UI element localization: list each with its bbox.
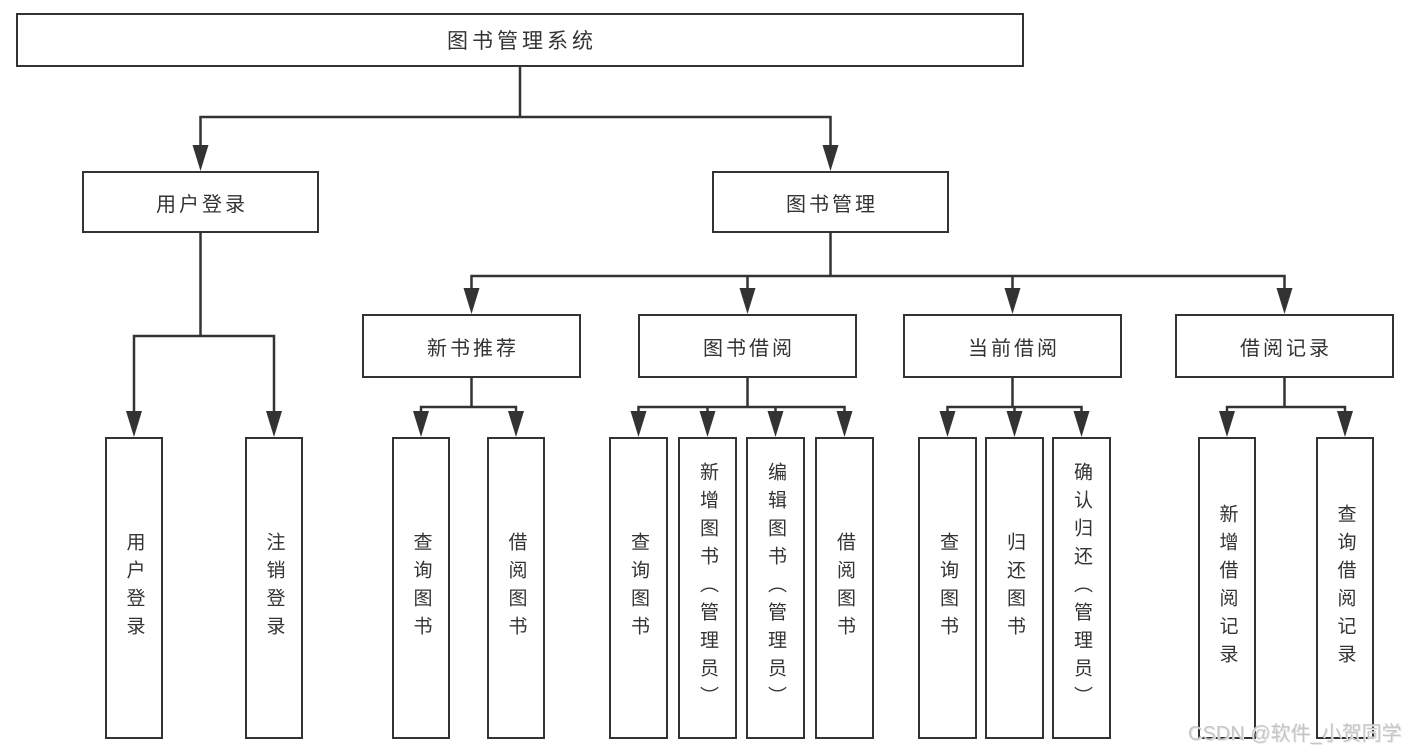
node-borrowing-records: 借阅记录 — [1175, 314, 1394, 378]
node-book-borrowing: 图书借阅 — [638, 314, 857, 378]
leaf-bb-edit-books-admin: 编辑图书（管理员） — [746, 437, 805, 739]
leaf-logout: 注销登录 — [245, 437, 303, 739]
leaf-br-query-borrow-record: 查询借阅记录 — [1316, 437, 1374, 739]
node-book-management: 图书管理 — [712, 171, 949, 233]
leaf-cb-confirm-return-admin: 确认归还（管理员） — [1052, 437, 1111, 739]
leaf-cb-return-books: 归还图书 — [985, 437, 1044, 739]
node-current-borrowing: 当前借阅 — [903, 314, 1122, 378]
leaf-bb-borrow-books: 借阅图书 — [815, 437, 874, 739]
leaf-nbr-query-books: 查询图书 — [392, 437, 450, 739]
leaf-user-login: 用户登录 — [105, 437, 163, 739]
tree-edges — [132, 67, 1347, 412]
leaf-br-add-borrow-record: 新增借阅记录 — [1198, 437, 1256, 739]
node-library-management-system: 图书管理系统 — [16, 13, 1024, 67]
arrowhead-icons — [126, 145, 1353, 437]
node-user-login: 用户登录 — [82, 171, 319, 233]
leaf-cb-query-books: 查询图书 — [918, 437, 977, 739]
leaf-bb-add-books-admin: 新增图书（管理员） — [678, 437, 737, 739]
csdn-watermark: CSDN @软件_小贺同学 — [1188, 723, 1402, 745]
leaf-bb-query-books: 查询图书 — [609, 437, 668, 739]
leaf-nbr-borrow-books: 借阅图书 — [487, 437, 545, 739]
node-new-book-recommendation: 新书推荐 — [362, 314, 581, 378]
